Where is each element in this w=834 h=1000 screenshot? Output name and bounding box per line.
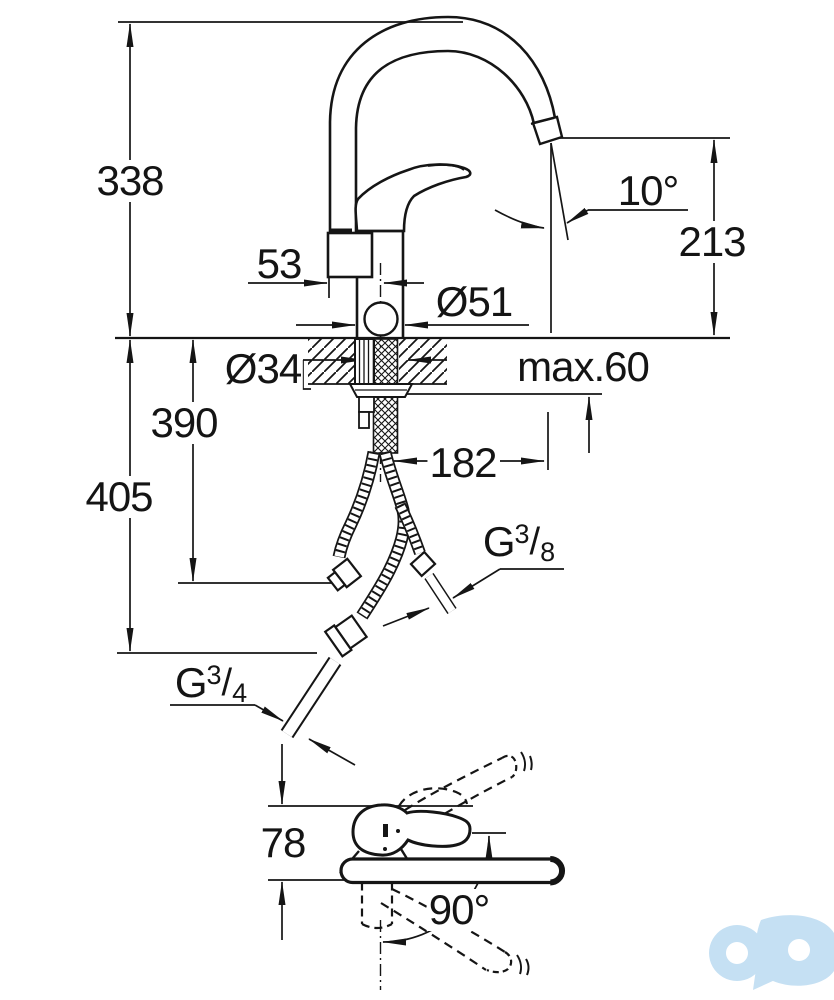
dim-hole-diameter: Ø34: [222, 345, 304, 392]
dim-hose-long: 405: [83, 473, 155, 520]
thread-large-slash: /: [221, 662, 233, 704]
dim-thread-small: G3/8: [481, 518, 557, 566]
body-port-circle: [363, 301, 399, 337]
thread-small-den: 8: [540, 537, 556, 567]
faucet-front-view: [326, 15, 564, 338]
body-block: [326, 231, 374, 279]
co-logo-watermark-icon: [709, 915, 834, 990]
dim-thread-large: G3/4: [173, 659, 249, 707]
dim-outlet-height: 213: [676, 218, 748, 265]
spout-inner: [354, 49, 536, 233]
dim-handle-clearance: 78: [258, 819, 308, 866]
thread-large-den: 4: [232, 678, 248, 708]
dim-spout-offset: 53: [256, 240, 303, 287]
thread-large-g: G: [174, 659, 208, 706]
dim-overall-height: 338: [94, 157, 166, 204]
lever-raised-dashed: [398, 754, 518, 830]
supply-hoses: [280, 450, 457, 739]
lever-handle: [354, 163, 472, 233]
handle-side-view: [351, 803, 472, 857]
hose-end-g38: [394, 502, 457, 615]
counter-hatch-left: [308, 339, 355, 384]
thread-large-num: 3: [206, 660, 222, 690]
dimension-lines: [115, 21, 730, 946]
dim-body-diameter: Ø51: [435, 278, 513, 325]
dim-spout-reach: 182: [427, 439, 499, 486]
spout-outer: [328, 15, 557, 233]
fixing-stud: [358, 411, 370, 429]
hose-long-g34: [280, 450, 411, 739]
dim-deck-thickness: max.60: [515, 343, 651, 390]
dim-swivel-angle: 90°: [426, 886, 492, 933]
faucet-side-view: [339, 751, 565, 976]
base-plate-side-view: [339, 857, 564, 885]
dim-hose-short: 390: [148, 399, 220, 446]
thread-small-slash: /: [529, 521, 541, 563]
dim-outlet-angle: 10°: [617, 167, 680, 214]
thread-small-g: G: [482, 518, 516, 565]
aerator: [531, 115, 564, 146]
fixing-nut: [358, 396, 375, 413]
counter-section: [308, 338, 447, 454]
thread-small-num: 3: [514, 519, 530, 549]
shank-dashed: [360, 882, 394, 930]
hose-short: [326, 450, 381, 592]
counter-hatch-right: [399, 339, 447, 384]
